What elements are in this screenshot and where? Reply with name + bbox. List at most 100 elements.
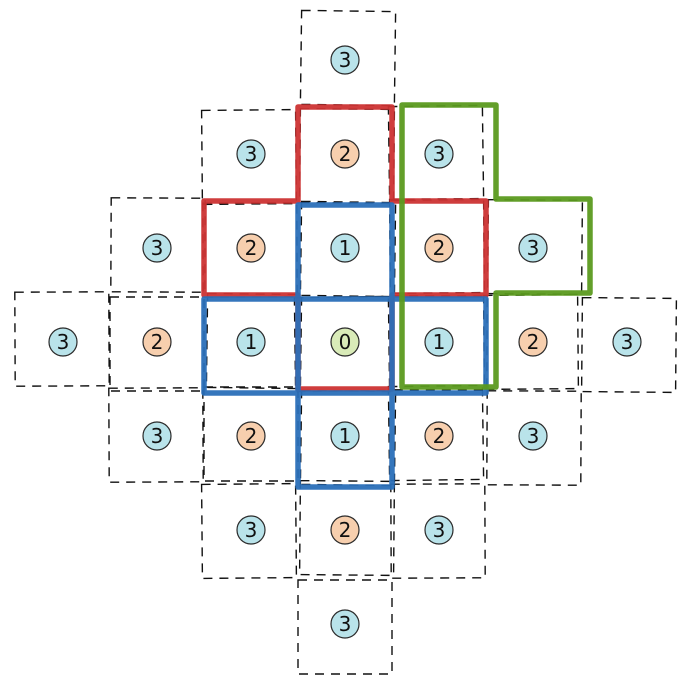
- number-badge-circle: [236, 421, 266, 451]
- outline-green-path: [399, 102, 593, 390]
- number-badge-circle: [424, 327, 454, 357]
- number-badge: 2: [424, 233, 454, 263]
- number-badge-circle: [330, 515, 360, 545]
- number-badge-circle: [142, 421, 172, 451]
- number-badge: 3: [142, 421, 172, 451]
- number-badge: 2: [236, 421, 266, 451]
- number-badge-circle: [612, 327, 642, 357]
- number-badge-label: 1: [433, 330, 446, 354]
- number-badge-circle: [330, 609, 360, 639]
- labels-layer: 3 3 2 3 3 2 1 2 3 3 2 1 0 1 2 3 3 2 1 2 3 3 2 3 3: [48, 45, 642, 639]
- number-badge-circle: [236, 327, 266, 357]
- number-badge-label: 3: [57, 330, 70, 354]
- number-badge-circle: [142, 327, 172, 357]
- number-badge: 3: [236, 515, 266, 545]
- dashed-cell: [299, 389, 397, 487]
- number-badge-label: 2: [433, 424, 446, 448]
- dashed-cell: [200, 482, 298, 580]
- number-badge-label: 2: [339, 142, 352, 166]
- number-badge: 2: [518, 327, 548, 357]
- number-badge: 1: [330, 233, 360, 263]
- number-badge-label: 3: [527, 236, 540, 260]
- number-badge-label: 3: [339, 48, 352, 72]
- number-badge-label: 2: [339, 518, 352, 542]
- number-badge: 0: [330, 327, 360, 357]
- number-badge-label: 2: [245, 236, 258, 260]
- number-badge-circle: [424, 515, 454, 545]
- number-badge: 3: [48, 327, 78, 357]
- outlines-layer: [201, 102, 593, 490]
- number-badge-circle: [330, 327, 360, 357]
- number-badge: 3: [518, 421, 548, 451]
- number-badge-label: 3: [433, 518, 446, 542]
- number-badge-circle: [236, 515, 266, 545]
- number-badge-label: 3: [621, 330, 634, 354]
- number-badge-label: 3: [433, 142, 446, 166]
- dashed-cell: [110, 197, 206, 293]
- number-badge-label: 0: [339, 330, 352, 354]
- number-badge: 3: [142, 233, 172, 263]
- dashed-cell: [14, 291, 110, 387]
- outline-blue-path: [201, 202, 489, 490]
- number-badge-circle: [236, 233, 266, 263]
- number-badge-label: 1: [339, 236, 352, 260]
- number-badge: 3: [424, 139, 454, 169]
- number-badge-circle: [330, 233, 360, 263]
- dashed-cell: [108, 387, 204, 483]
- number-badge-circle: [330, 139, 360, 169]
- number-badge-label: 2: [151, 330, 164, 354]
- number-badge-label: 3: [339, 612, 352, 636]
- number-badge: 2: [142, 327, 172, 357]
- number-badge: 2: [424, 421, 454, 451]
- number-badge-circle: [424, 233, 454, 263]
- dashed-cell: [297, 579, 393, 675]
- dashed-cell: [109, 296, 205, 392]
- number-badge: 1: [330, 421, 360, 451]
- number-badge-label: 2: [527, 330, 540, 354]
- dashed-cell: [205, 292, 303, 390]
- number-badge-circle: [142, 233, 172, 263]
- dashed-cell: [293, 295, 391, 393]
- number-badge-label: 3: [245, 518, 258, 542]
- dashed-cell: [299, 200, 397, 298]
- number-badge-label: 3: [151, 236, 164, 260]
- number-badge: 3: [330, 45, 360, 75]
- dashed-cell: [203, 386, 299, 482]
- outline-blue: [201, 202, 489, 490]
- dashed-cell: [580, 296, 678, 394]
- number-badge: 2: [330, 139, 360, 169]
- number-badge: 3: [518, 233, 548, 263]
- number-badge-circle: [518, 233, 548, 263]
- number-badge-label: 3: [151, 424, 164, 448]
- number-badge-circle: [424, 421, 454, 451]
- number-badge: 1: [236, 327, 266, 357]
- number-badge-circle: [48, 327, 78, 357]
- number-badge: 3: [612, 327, 642, 357]
- dashed-cell: [486, 390, 582, 486]
- number-badge-label: 1: [245, 330, 258, 354]
- number-badge: 3: [424, 515, 454, 545]
- number-badge: 1: [424, 327, 454, 357]
- number-badge: 3: [236, 139, 266, 169]
- number-badge: 3: [330, 609, 360, 639]
- dashed-cell: [298, 479, 396, 577]
- number-badge: 2: [236, 233, 266, 263]
- number-badge-circle: [330, 45, 360, 75]
- number-badge-circle: [330, 421, 360, 451]
- number-badge-circle: [424, 139, 454, 169]
- dashed-cell: [387, 104, 485, 202]
- outline-green: [399, 102, 593, 390]
- dashed-cell: [387, 384, 485, 482]
- number-badge-circle: [236, 139, 266, 169]
- number-badge-circle: [518, 327, 548, 357]
- dashed-cell: [200, 108, 298, 206]
- number-badge-label: 2: [245, 424, 258, 448]
- number-badge: 2: [330, 515, 360, 545]
- number-badge-label: 3: [527, 424, 540, 448]
- number-badge-label: 1: [339, 424, 352, 448]
- dashed-cell: [299, 9, 397, 107]
- dashed-cell: [390, 483, 486, 579]
- number-badge-label: 3: [245, 142, 258, 166]
